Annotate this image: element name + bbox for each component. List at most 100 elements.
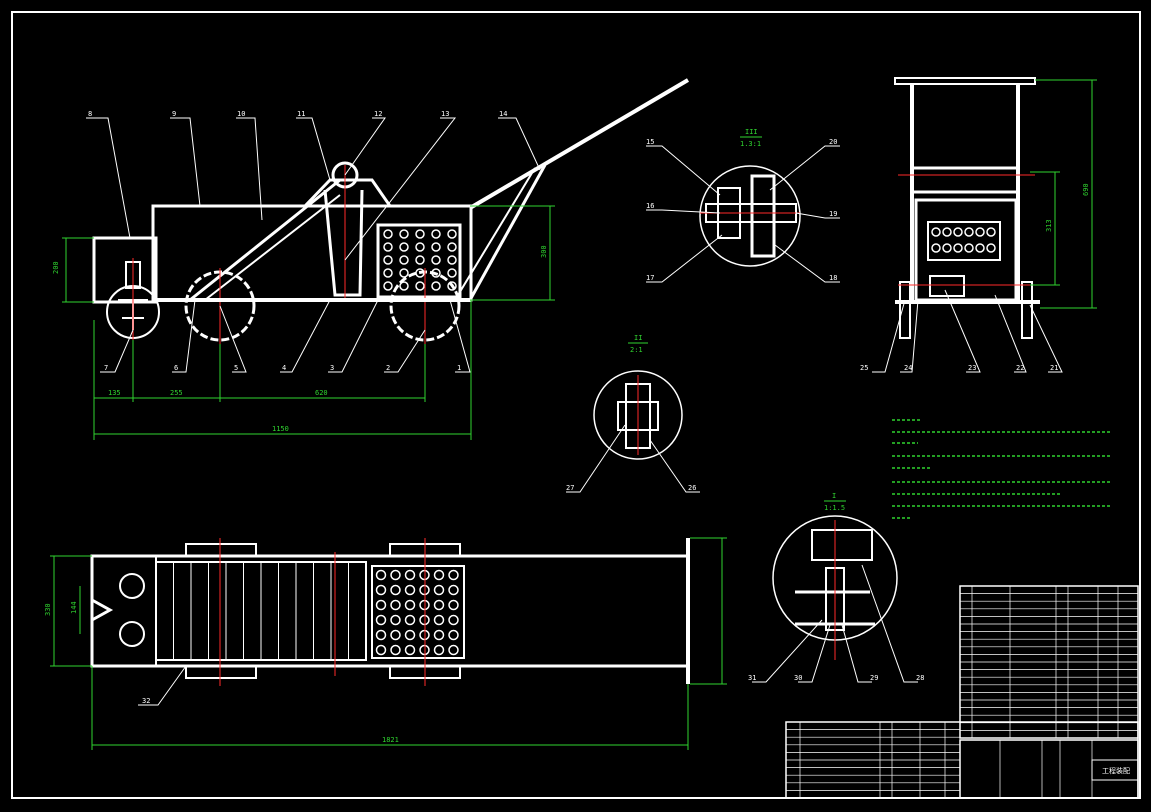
detail-III: III 1.3:1 15 16 17 20 19 18 [646, 128, 840, 283]
leader-10 [236, 117, 263, 221]
front-hole [383, 242, 393, 252]
side-hole [931, 227, 941, 237]
detail-I-label: I [832, 492, 836, 500]
callout-24: 24 [904, 364, 912, 372]
detail-II-label: II [634, 334, 642, 342]
callout-1: 1 [457, 364, 461, 372]
side-hole [953, 243, 963, 253]
top-caster-2 [119, 621, 145, 647]
side-hole [975, 227, 985, 237]
front-hole [447, 229, 457, 239]
front-hole [415, 255, 425, 265]
leader-26 [649, 439, 700, 493]
top-hole [404, 584, 416, 596]
title-block: 工程装配 [785, 721, 1139, 799]
top-hole [448, 584, 459, 596]
front-hole [383, 281, 393, 291]
callout-3: 3 [330, 364, 334, 372]
dim-1150: 1150 [272, 425, 289, 433]
front-hole [447, 255, 457, 265]
detail-III-label: III [745, 128, 758, 136]
callout-23: 23 [968, 364, 976, 372]
top-hole [390, 584, 401, 596]
dim-690: 690 [1082, 183, 1090, 196]
detail-I-top [811, 529, 873, 561]
top-hole [390, 599, 401, 611]
front-hole [431, 242, 441, 252]
side-hole [986, 227, 996, 237]
callout-7: 7 [104, 364, 108, 372]
front-hole [431, 281, 441, 291]
callout-21: 21 [1050, 364, 1058, 372]
side-perforated [927, 221, 1001, 261]
front-hole [383, 229, 393, 239]
leader-27 [566, 424, 626, 493]
front-front-box [92, 236, 158, 304]
front-hole [415, 281, 425, 291]
dim-200: 200 [52, 261, 60, 274]
top-hole [448, 614, 459, 626]
callout-25: 25 [860, 364, 868, 372]
top-hole [448, 644, 459, 656]
leader-22 [994, 294, 1027, 373]
leader-4 [280, 299, 331, 373]
callout-31: 31 [748, 674, 756, 682]
callout-32: 32 [142, 697, 150, 705]
side-view: 690 313 25 24 23 22 21 [860, 77, 1097, 373]
leader-13 [344, 117, 457, 261]
detail-III-circle [699, 165, 801, 267]
side-hole [942, 243, 952, 253]
leader-28 [861, 564, 918, 683]
top-hole [433, 584, 445, 596]
front-hole [431, 255, 441, 265]
front-chute [323, 189, 364, 297]
top-hole [375, 599, 387, 611]
leader-25 [872, 299, 906, 373]
side-top-frame [894, 77, 1036, 85]
top-hole [375, 584, 387, 596]
detail-I: I 1:1.5 31 30 29 28 [748, 492, 924, 683]
top-hole [375, 644, 387, 656]
side-motor [929, 275, 965, 297]
callout-8: 8 [88, 110, 92, 118]
front-hole [399, 268, 409, 278]
leader-2 [384, 329, 426, 373]
detail-III-scale: 1.3:1 [740, 140, 761, 148]
top-wheel-1 [185, 543, 257, 557]
top-hole [404, 569, 416, 581]
front-handle-brace2 [454, 167, 536, 301]
front-hole [399, 242, 409, 252]
side-hopper [910, 166, 1020, 194]
callout-16: 16 [646, 202, 654, 210]
top-hole [433, 644, 445, 656]
leader-31 [752, 619, 823, 683]
side-wheel-left [899, 281, 911, 339]
top-hole [448, 599, 459, 611]
leader-6 [172, 299, 196, 373]
front-hole [383, 268, 393, 278]
callout-9: 9 [172, 110, 176, 118]
callout-10: 10 [237, 110, 245, 118]
front-hopper [303, 178, 392, 208]
callout-11: 11 [297, 110, 305, 118]
front-hole [431, 229, 441, 239]
top-hole [404, 629, 416, 641]
sheet-border [11, 11, 1141, 799]
callout-5: 5 [234, 364, 238, 372]
top-hole [404, 614, 416, 626]
callout-28: 28 [916, 674, 924, 682]
dim-255: 255 [170, 389, 183, 397]
callout-14: 14 [499, 110, 507, 118]
leader-18 [774, 244, 840, 283]
top-hole [433, 629, 445, 641]
callout-27: 27 [566, 484, 574, 492]
callout-20: 20 [829, 138, 837, 146]
leader-16 [646, 209, 721, 214]
top-hole [433, 569, 445, 581]
detail-II-circle [593, 370, 683, 460]
top-hole [375, 614, 387, 626]
dim-144: 144 [70, 601, 78, 614]
leader-29 [841, 624, 872, 683]
